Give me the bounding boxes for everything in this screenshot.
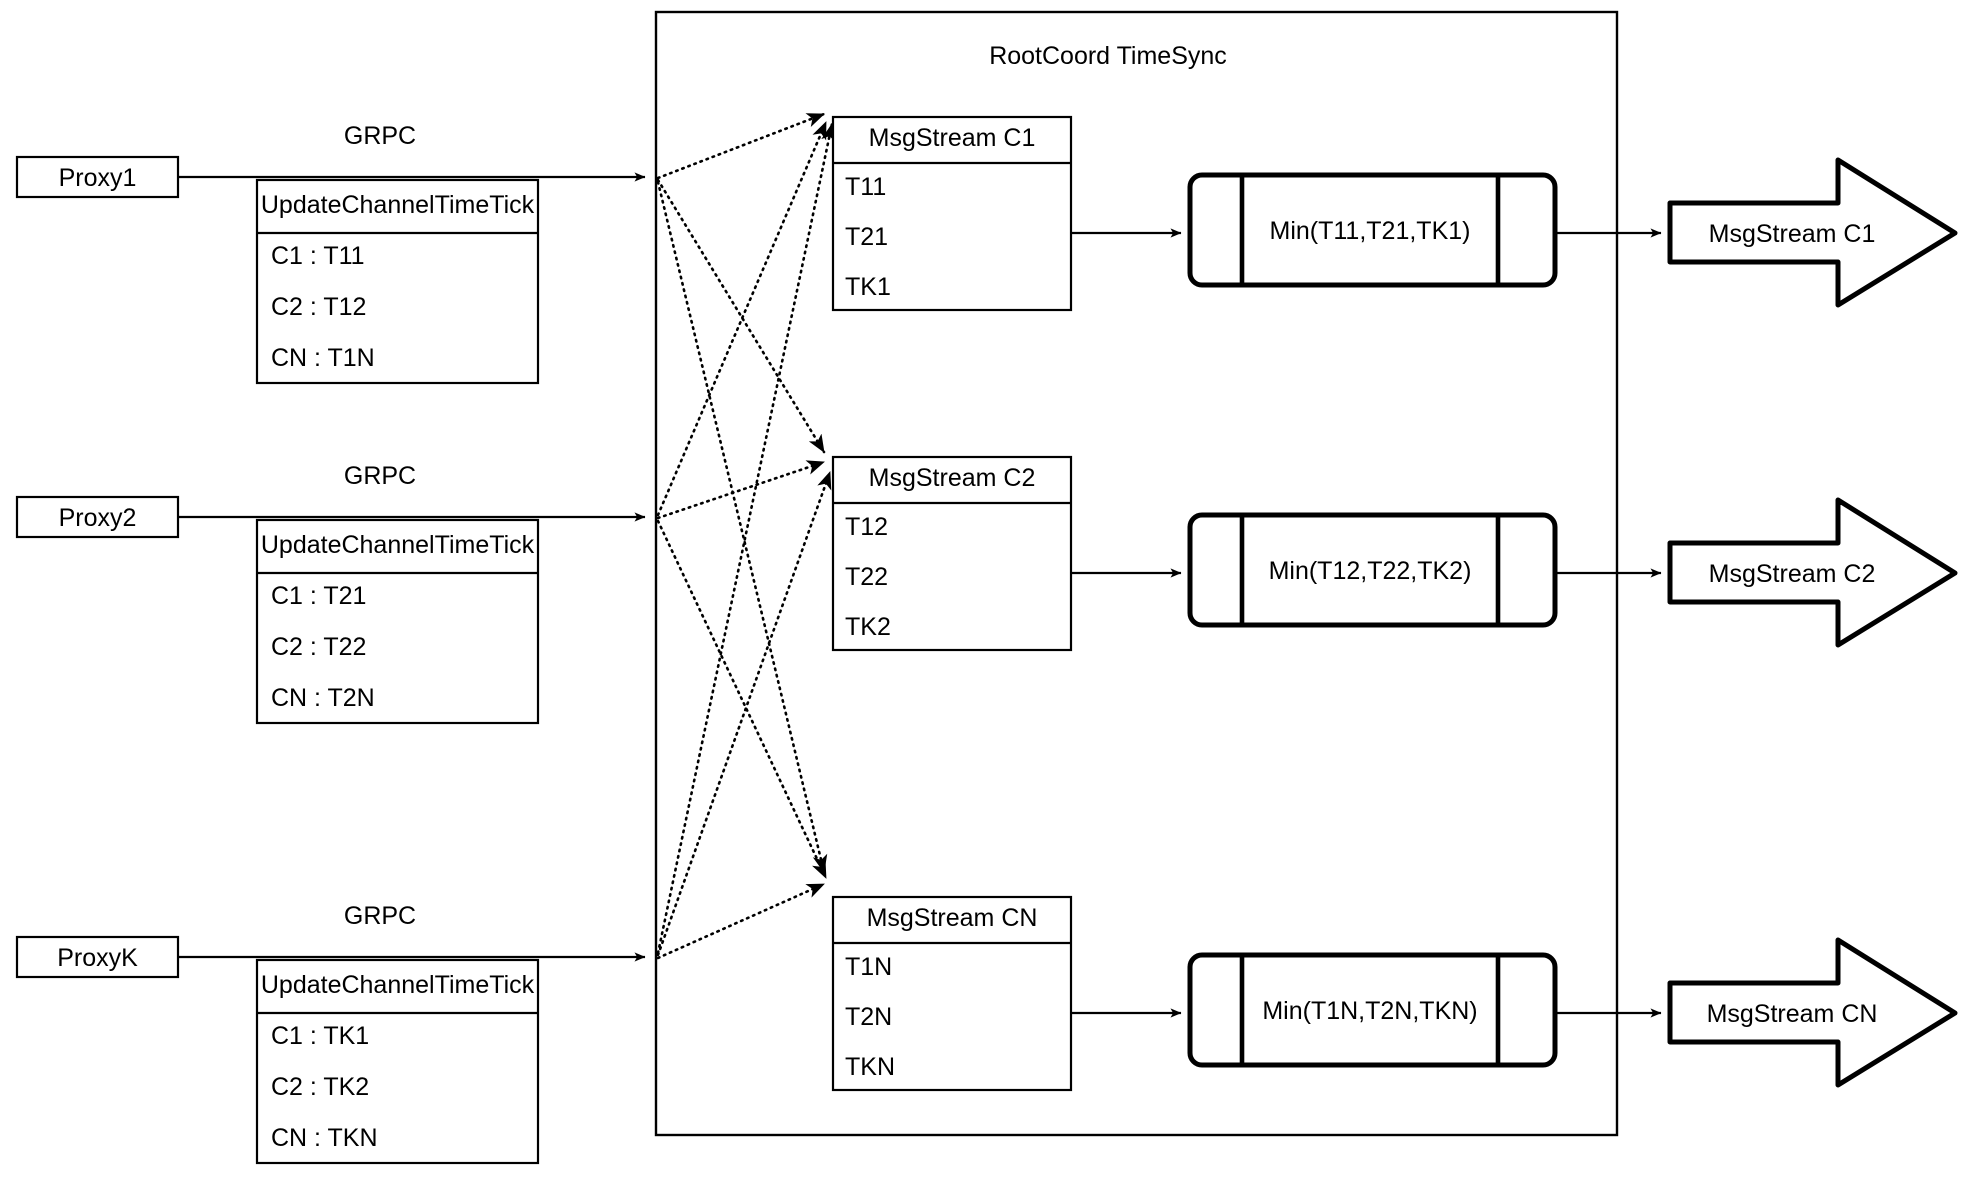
min-process-box-3-outline: [1187, 952, 1558, 1068]
dispatch-arrow-pk-cn: [656, 882, 826, 960]
output-msgstream-arrow-3-outline: [1667, 937, 1958, 1088]
msgstream-box-3[interactable]: MsgStream CN T1N T2N TKN: [831, 895, 1073, 1092]
dispatch-arrow-pk-c2: [656, 470, 832, 957]
timetick-dispatch-fan: [656, 112, 836, 960]
proxy-row-2: Proxy2 GRPC UpdateChannelTimeTick C1 : T…: [15, 462, 646, 725]
min-process-box-1-outline: [1187, 172, 1558, 288]
msgstream-box-1-tick-2: TK1: [845, 273, 891, 301]
update-channel-timetick-box-3-title: UpdateChannelTimeTick: [261, 971, 535, 999]
msgstream-box-1-title: MsgStream C1: [869, 124, 1036, 152]
update-channel-timetick-box-1-entry-1: C2 : T12: [271, 293, 366, 321]
proxy-box-2[interactable]: Proxy2: [15, 495, 180, 539]
min-process-box-3-label: Min(T1N,T2N,TKN): [1262, 997, 1477, 1025]
proxy-box-1-label: Proxy1: [59, 164, 137, 192]
min-process-box-2-outline: [1187, 512, 1558, 628]
proxy-row-3: ProxyK GRPC UpdateChannelTimeTick C1 : T…: [15, 902, 646, 1165]
grpc-label-3: GRPC: [344, 902, 416, 930]
update-channel-timetick-box-3-entry-1: C2 : TK2: [271, 1073, 369, 1101]
proxy-box-3-outline: [15, 935, 180, 979]
dispatch-arrow-p1-c1: [656, 112, 826, 180]
update-channel-timetick-box-3-entry-2: CN : TKN: [271, 1124, 378, 1152]
msgstream-box-3-outline: [831, 895, 1073, 1092]
update-channel-timetick-box-3[interactable]: UpdateChannelTimeTick C1 : TK1 C2 : TK2 …: [255, 958, 540, 1165]
update-channel-timetick-box-3-outline: [255, 958, 540, 1165]
update-channel-timetick-box-1-entry-0: C1 : T11: [271, 242, 365, 270]
update-channel-timetick-box-2-outline: [255, 518, 540, 725]
msgstream-box-2-tick-2: TK2: [845, 613, 891, 641]
update-channel-timetick-box-1-entry-2: CN : T1N: [271, 344, 375, 372]
proxy-box-1[interactable]: Proxy1: [15, 155, 180, 199]
msgstream-box-3-title: MsgStream CN: [867, 904, 1038, 932]
dispatch-arrow-pk-c1: [656, 122, 836, 955]
rootcoord-timesync-title: RootCoord TimeSync: [989, 42, 1227, 70]
dispatch-arrow-p2-cn: [656, 519, 828, 880]
proxy-box-2-outline: [15, 495, 180, 539]
proxy-box-1-outline: [15, 155, 180, 199]
update-channel-timetick-box-2[interactable]: UpdateChannelTimeTick C1 : T21 C2 : T22 …: [255, 518, 540, 725]
update-channel-timetick-box-1[interactable]: UpdateChannelTimeTick C1 : T11 C2 : T12 …: [255, 178, 540, 385]
update-channel-timetick-box-2-title: UpdateChannelTimeTick: [261, 531, 535, 559]
msgstream-box-2-tick-0: T12: [845, 513, 888, 541]
dispatch-arrow-p1-cn: [656, 180, 828, 874]
msgstream-box-3-tick-1: T2N: [845, 1003, 892, 1031]
proxy-box-3-label: ProxyK: [57, 944, 138, 972]
msgstream-box-1-outline: [831, 115, 1073, 312]
min-process-box-1[interactable]: Min(T11,T21,TK1): [1187, 172, 1558, 288]
msgstream-box-2-tick-1: T22: [845, 563, 888, 591]
output-msgstream-arrow-2[interactable]: MsgStream C2: [1667, 497, 1958, 648]
output-msgstream-arrow-2-label: MsgStream C2: [1709, 560, 1876, 588]
msgstream-box-1-tick-1: T21: [845, 223, 888, 251]
grpc-label-2: GRPC: [344, 462, 416, 490]
proxy-box-3[interactable]: ProxyK: [15, 935, 180, 979]
dispatch-arrow-p2-c2: [656, 460, 826, 520]
channel-row-1: MsgStream C1 T11 T21 TK1 Min(T11,T21,TK1…: [831, 115, 1958, 312]
update-channel-timetick-box-2-entry-2: CN : T2N: [271, 684, 375, 712]
output-msgstream-arrow-3[interactable]: MsgStream CN: [1667, 937, 1958, 1088]
channel-row-3: MsgStream CN T1N T2N TKN Min(T1N,T2N,TKN…: [831, 895, 1958, 1092]
grpc-label-1: GRPC: [344, 122, 416, 150]
dispatch-arrow-p2-c1: [656, 120, 828, 517]
update-channel-timetick-box-2-entry-1: C2 : T22: [271, 633, 366, 661]
dispatch-arrow-p1-c2: [656, 178, 826, 454]
msgstream-box-1-tick-0: T11: [845, 173, 886, 201]
update-channel-timetick-box-1-title: UpdateChannelTimeTick: [261, 191, 535, 219]
output-msgstream-arrow-2-outline: [1667, 497, 1958, 648]
output-msgstream-arrow-3-label: MsgStream CN: [1707, 1000, 1878, 1028]
update-channel-timetick-box-1-outline: [255, 178, 540, 385]
msgstream-box-2[interactable]: MsgStream C2 T12 T22 TK2: [831, 455, 1073, 652]
proxy-box-2-label: Proxy2: [59, 504, 137, 532]
proxy-row-1: Proxy1 GRPC UpdateChannelTimeTick C1 : T…: [15, 122, 646, 385]
msgstream-box-2-title: MsgStream C2: [869, 464, 1036, 492]
channel-row-2: MsgStream C2 T12 T22 TK2 Min(T12,T22,TK2…: [831, 455, 1958, 652]
msgstream-box-1[interactable]: MsgStream C1 T11 T21 TK1: [831, 115, 1073, 312]
msgstream-box-2-outline: [831, 455, 1073, 652]
output-msgstream-arrow-1-label: MsgStream C1: [1709, 220, 1876, 248]
min-process-box-1-label: Min(T11,T21,TK1): [1270, 217, 1471, 245]
output-msgstream-arrow-1[interactable]: MsgStream C1: [1667, 157, 1958, 308]
msgstream-box-3-tick-2: TKN: [845, 1053, 895, 1081]
min-process-box-2-label: Min(T12,T22,TK2): [1269, 557, 1472, 585]
output-msgstream-arrow-1-outline: [1667, 157, 1958, 308]
min-process-box-3[interactable]: Min(T1N,T2N,TKN): [1187, 952, 1558, 1068]
min-process-box-2[interactable]: Min(T12,T22,TK2): [1187, 512, 1558, 628]
update-channel-timetick-box-2-entry-0: C1 : T21: [271, 582, 366, 610]
msgstream-box-3-tick-0: T1N: [845, 953, 892, 981]
update-channel-timetick-box-3-entry-0: C1 : TK1: [271, 1022, 369, 1050]
